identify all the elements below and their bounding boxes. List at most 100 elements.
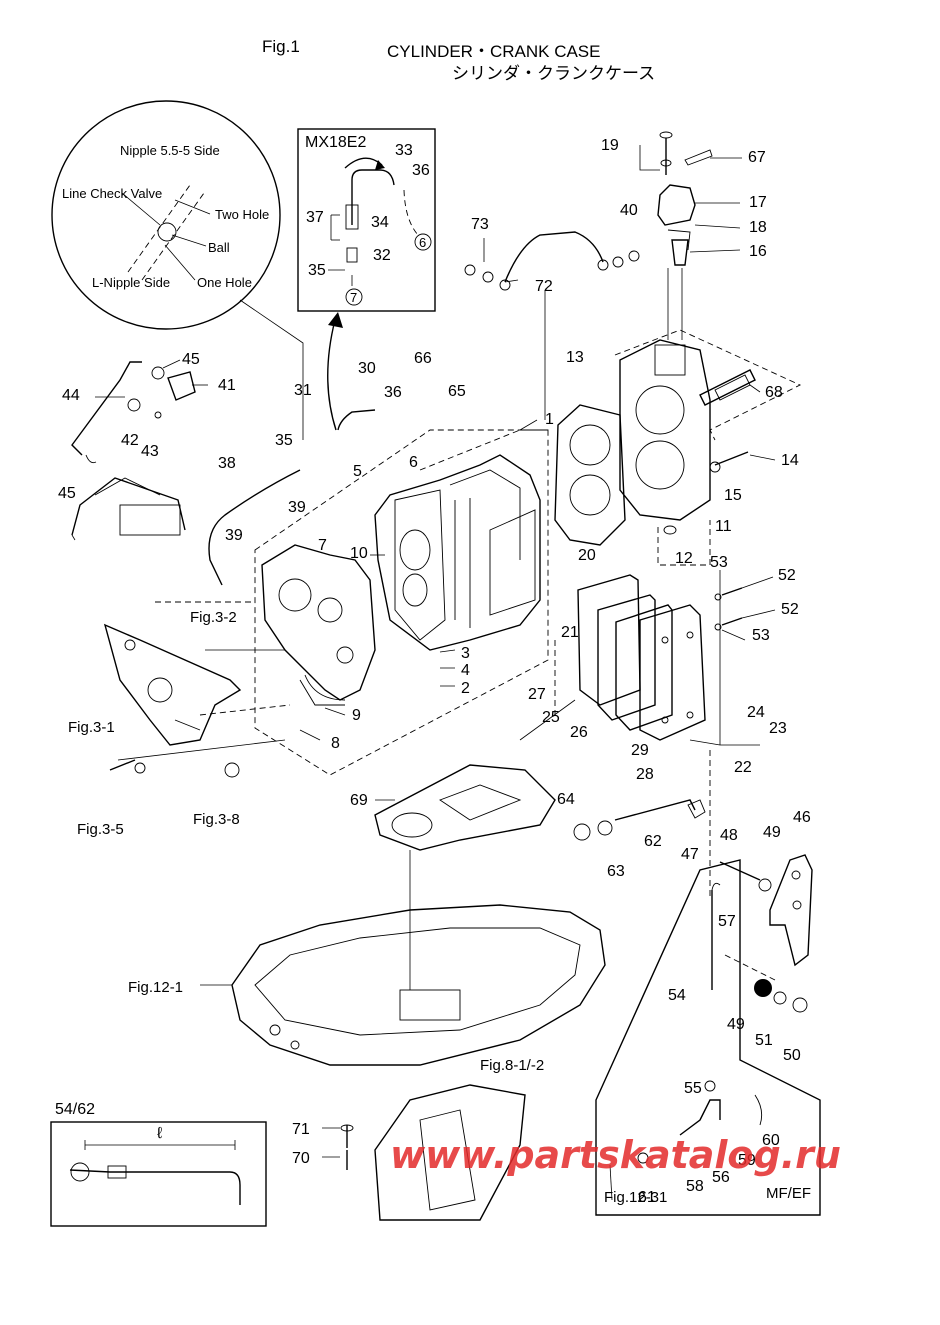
svg-text:43: 43 <box>141 443 159 460</box>
svg-text:72: 72 <box>535 278 553 295</box>
callout-34: 34 <box>371 214 389 231</box>
mfef-label: MF/EF <box>766 1185 811 1202</box>
svg-text:16: 16 <box>749 243 767 260</box>
svg-text:8: 8 <box>331 735 340 752</box>
lever-inset: ℓ 54/62 <box>50 1101 267 1227</box>
svg-text:65: 65 <box>448 383 466 400</box>
callout-32: 32 <box>373 247 391 264</box>
svg-text:1: 1 <box>545 411 554 428</box>
svg-text:42: 42 <box>121 432 139 449</box>
svg-text:5: 5 <box>353 463 362 480</box>
svg-text:55: 55 <box>684 1080 702 1097</box>
svg-text:24: 24 <box>747 704 765 721</box>
page-title: CYLINDER・CRANK CASE <box>387 42 601 61</box>
svg-text:6: 6 <box>409 454 418 471</box>
spark-plug <box>699 369 756 406</box>
svg-text:70: 70 <box>292 1150 310 1167</box>
exhaust-covers <box>577 574 706 741</box>
svg-text:53: 53 <box>710 554 728 571</box>
svg-text:21: 21 <box>561 624 579 641</box>
svg-text:53: 53 <box>752 627 770 644</box>
svg-text:7: 7 <box>350 290 357 305</box>
svg-text:35: 35 <box>275 432 293 449</box>
svg-text:15: 15 <box>724 487 742 504</box>
svg-text:58: 58 <box>686 1178 704 1195</box>
svg-text:20: 20 <box>578 547 596 564</box>
svg-text:36: 36 <box>384 384 402 401</box>
svg-text:67: 67 <box>748 149 766 166</box>
callout-33: 33 <box>395 142 413 159</box>
head-gasket <box>554 404 626 546</box>
svg-text:39: 39 <box>225 527 243 544</box>
callout-36-inset: 36 <box>412 162 430 179</box>
svg-text:52: 52 <box>781 601 799 618</box>
svg-text:38: 38 <box>218 455 236 472</box>
svg-text:9: 9 <box>352 707 361 724</box>
figure-number: Fig.1 <box>262 37 300 56</box>
svg-text:54: 54 <box>668 987 686 1004</box>
svg-text:17: 17 <box>749 194 767 211</box>
ball-label: Ball <box>208 240 230 255</box>
throttle-bracket <box>719 854 813 1013</box>
svg-text:59: 59 <box>738 1152 756 1169</box>
fig-ref-12-31: Fig.12-31 <box>604 1189 667 1206</box>
svg-text:50: 50 <box>783 1047 801 1064</box>
bottom-cowling <box>231 850 606 1066</box>
line-check-valve-label: Line Check Valve <box>62 186 162 201</box>
svg-text:31: 31 <box>294 382 312 399</box>
mx18e2-inset: MX18E2 33 36 37 34 32 35 6 7 <box>297 128 436 312</box>
ground-cable <box>504 231 604 283</box>
svg-text:51: 51 <box>755 1032 773 1049</box>
page-title-japanese: シリンダ・クランクケース <box>452 64 656 83</box>
svg-text:49: 49 <box>727 1016 745 1033</box>
thermostat-group <box>657 131 713 340</box>
svg-text:13: 13 <box>566 349 584 366</box>
svg-text:10: 10 <box>350 545 368 562</box>
svg-text:7: 7 <box>318 537 327 554</box>
svg-text:12: 12 <box>675 550 693 567</box>
svg-text:44: 44 <box>62 387 80 404</box>
svg-text:47: 47 <box>681 846 699 863</box>
svg-text:4: 4 <box>461 662 470 679</box>
svg-text:30: 30 <box>358 360 376 377</box>
tube-assembly-left <box>71 361 196 541</box>
svg-text:62: 62 <box>644 833 662 850</box>
svg-text:45: 45 <box>58 485 76 502</box>
two-hole-label: Two Hole <box>215 207 269 222</box>
crank-case-block <box>374 454 541 651</box>
l-nipple-side-label: L-Nipple Side <box>92 275 170 290</box>
callout-37: 37 <box>306 209 324 226</box>
svg-text:26: 26 <box>570 724 588 741</box>
fig-ref-3-1: Fig.3-1 <box>68 719 115 736</box>
fig-ref-8-1-2: Fig.8-1/-2 <box>480 1057 544 1074</box>
svg-text:6: 6 <box>419 235 426 250</box>
cylinder-head <box>619 339 751 535</box>
svg-text:2: 2 <box>461 680 470 697</box>
mx18e2-title: MX18E2 <box>305 134 366 151</box>
svg-text:63: 63 <box>607 863 625 880</box>
dimension-l: ℓ <box>157 1125 162 1142</box>
svg-text:45: 45 <box>182 351 200 368</box>
svg-text:41: 41 <box>218 377 236 394</box>
svg-text:66: 66 <box>414 350 432 367</box>
svg-text:23: 23 <box>769 720 787 737</box>
svg-text:11: 11 <box>715 518 732 535</box>
svg-text:14: 14 <box>781 452 799 469</box>
callout-35-inset: 35 <box>308 262 326 279</box>
svg-text:27: 27 <box>528 686 546 703</box>
crank-assembly-boundary <box>254 429 549 776</box>
lever-inset-title: 54/62 <box>55 1101 95 1118</box>
svg-text:64: 64 <box>557 791 575 808</box>
svg-text:19: 19 <box>601 137 619 154</box>
svg-text:56: 56 <box>712 1169 730 1186</box>
fuel-hose-38 <box>208 469 301 586</box>
watermark: www.partskatalog.ru <box>390 1133 841 1177</box>
svg-text:52: 52 <box>778 567 796 584</box>
callout-leaders <box>95 145 776 1158</box>
svg-text:73: 73 <box>471 216 489 233</box>
svg-text:60: 60 <box>762 1132 780 1149</box>
svg-text:69: 69 <box>350 792 368 809</box>
svg-text:40: 40 <box>620 202 638 219</box>
fig-ref-3-2: Fig.3-2 <box>190 609 237 626</box>
